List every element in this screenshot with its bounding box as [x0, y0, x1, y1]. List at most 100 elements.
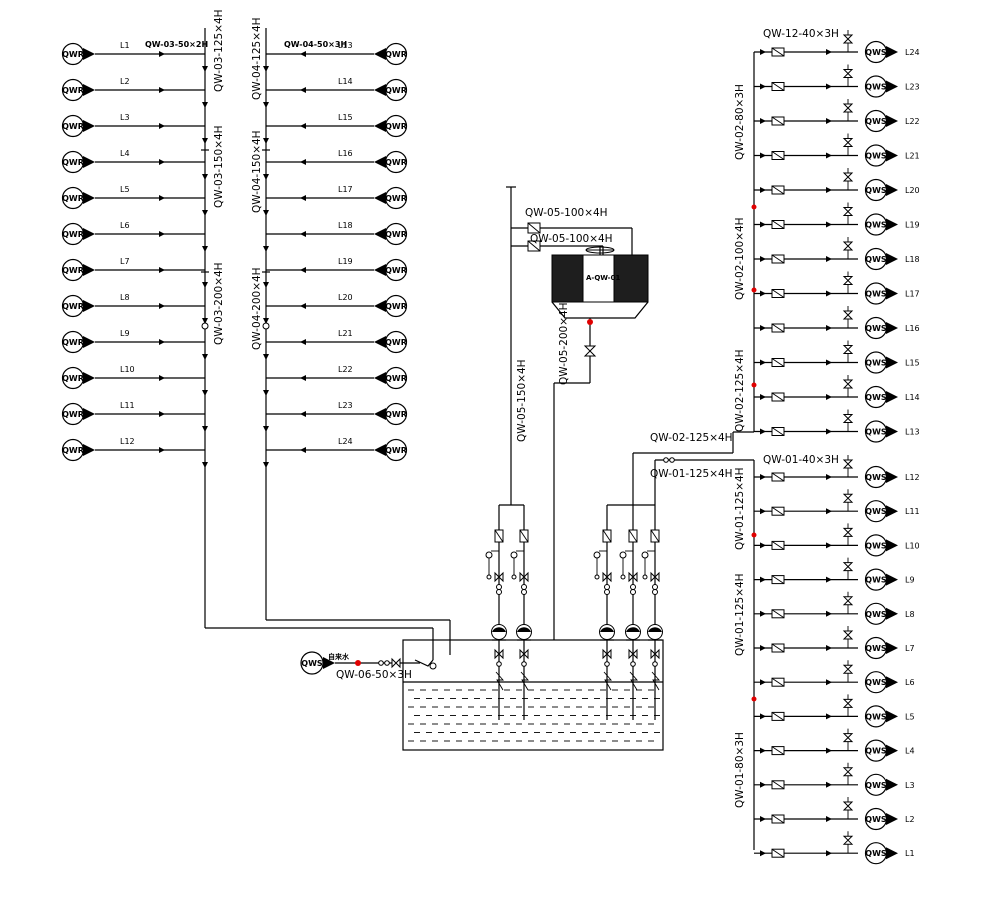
qwr-terminal-icon: QWR: [374, 438, 408, 462]
pump-assembly: [510, 515, 532, 720]
loop-label: L20: [338, 293, 353, 302]
loop-label: L1: [120, 41, 130, 50]
loop-label: L1: [905, 849, 915, 858]
terminal-label: QWS: [865, 815, 887, 824]
qws-terminal-icon: QWS: [864, 602, 898, 625]
terminal-label: QWS: [865, 678, 887, 687]
qwr-terminal-icon: QWR: [61, 258, 95, 282]
water-tank-group: QWS 自来水 QW-06-50×3H: [300, 504, 664, 751]
qwr-terminal-icon: QWR: [374, 402, 408, 426]
qwr-terminal-icon: QWR: [61, 114, 95, 138]
loop-label: L15: [905, 359, 920, 368]
loop-label: L3: [905, 781, 915, 790]
loop-label: L22: [905, 117, 920, 126]
qwr-terminal-icon: QWR: [61, 222, 95, 246]
qwr-terminal-icon: QWR: [374, 114, 408, 138]
qws-terminal-icon: QWS: [864, 247, 898, 271]
terminal-label: QWR: [385, 374, 407, 383]
qwr-terminal-icon: QWR: [374, 42, 408, 66]
loop-label: L17: [338, 185, 353, 194]
qws-terminal-icon: QWS: [864, 282, 898, 305]
qwr-terminal-icon: QWR: [374, 330, 408, 354]
pump-assembly: [485, 515, 507, 720]
loop-label: L14: [905, 393, 920, 402]
vent-valve-icon: [842, 664, 854, 674]
loop-label: L6: [905, 678, 915, 687]
terminal-label: QWS: [865, 473, 887, 482]
terminal-label: QWS: [865, 152, 887, 161]
pressure-gauge-icon: [619, 551, 627, 559]
terminal-label: QWR: [62, 230, 84, 239]
terminal-label: QWS: [865, 83, 887, 92]
vent-valve-icon: [842, 276, 854, 285]
loop-label: L4: [120, 149, 130, 158]
vent-valve-icon: [842, 698, 854, 708]
qws-terminal-icon: QWS: [864, 351, 898, 374]
vent-valve-icon: [842, 767, 854, 777]
qwr-terminal-icon: QWR: [61, 366, 95, 390]
vent-valve-icon: [842, 138, 854, 147]
cooling-tower-group: A-QW-01 QW-05-100×4H QW-05-100×4H QW-05-…: [506, 186, 649, 640]
loop-label: L14: [338, 77, 353, 86]
qwr-terminal-icon: QWR: [61, 330, 95, 354]
header-right-label: QW-04-50×3H: [284, 40, 347, 49]
terminal-label: QWR: [62, 410, 84, 419]
vent-valve-icon: [842, 69, 854, 78]
terminal-label: QWR: [385, 122, 407, 131]
supply-loop-row: QWS L22: [754, 99, 920, 133]
qwr-terminal-icon: QWR: [61, 402, 95, 426]
cooling-tower-right-fill: [614, 255, 648, 302]
tower-pipe-down-label: QW-05-200×4H: [558, 302, 570, 385]
qws-terminal-icon: QWS: [864, 178, 898, 202]
lower-main-label-2: QW-01-125×4H: [734, 573, 746, 656]
qwr-terminal-icon: QWR: [374, 258, 408, 282]
loop-label: L24: [338, 437, 353, 446]
loop-label: L23: [905, 83, 920, 92]
header-upper-label: QW-12-40×3H: [763, 28, 839, 40]
qws-terminal-icon: QWS: [864, 144, 898, 167]
feed-upper-label: QW-02-125×4H: [650, 432, 733, 444]
qws-terminal-icon: QWS: [864, 671, 898, 694]
terminal-label: QWS: [865, 747, 887, 756]
loop-label: L9: [120, 329, 130, 338]
loop-label: L18: [338, 221, 353, 230]
loop-label: L5: [905, 712, 915, 721]
terminal-label: QWR: [62, 158, 84, 167]
vent-valve-icon: [842, 414, 854, 423]
lower-main-label-3: QW-01-80×3H: [734, 732, 746, 808]
supply-loop-row: QWS L23: [754, 64, 920, 98]
qws-terminal-icon: QWS: [864, 420, 898, 443]
water-tank: [402, 639, 664, 751]
loop-label: L7: [905, 644, 915, 653]
loop-label: L23: [338, 401, 353, 410]
terminal-label: QWR: [62, 302, 84, 311]
loop-label: L13: [905, 428, 920, 437]
loop-label: L5: [120, 185, 130, 194]
vent-valve-icon: [842, 733, 854, 743]
terminal-label: QWR: [385, 86, 407, 95]
terminal-label: QWR: [62, 194, 84, 203]
gate-valve-icon: [628, 648, 638, 660]
terminal-label: QWR: [62, 374, 84, 383]
terminal-label: QWS: [865, 117, 887, 126]
gate-valve-icon: [494, 571, 504, 583]
pressure-gauge-icon: [593, 551, 601, 559]
qws-terminal-icon: QWS: [864, 500, 898, 523]
makeup-water-label: 自来水: [328, 652, 350, 661]
